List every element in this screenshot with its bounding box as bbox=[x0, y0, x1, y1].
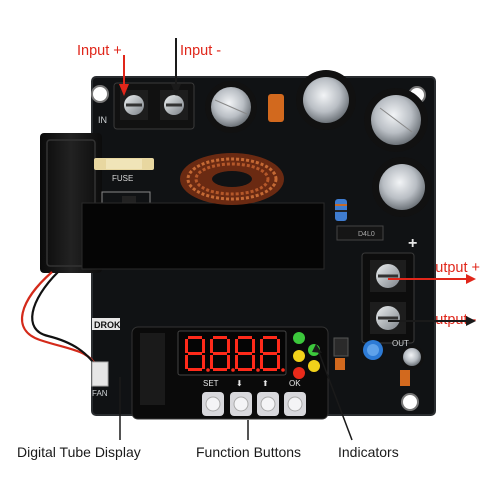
input-plus-label: Input + bbox=[77, 43, 122, 59]
function-button-up bbox=[257, 392, 279, 416]
svg-text:OUT: OUT bbox=[392, 339, 409, 348]
diode bbox=[336, 225, 384, 241]
seven-segment-digits bbox=[185, 336, 285, 372]
arrow-icon bbox=[466, 274, 476, 284]
capacitor bbox=[296, 70, 356, 130]
button-label-set: SET bbox=[203, 379, 219, 388]
led-indicator-icon bbox=[293, 350, 305, 362]
arrow-icon bbox=[171, 84, 181, 96]
function-buttons-label: Function Buttons bbox=[196, 444, 302, 460]
brand-label: DROK bbox=[94, 320, 121, 330]
svg-text:FUSE: FUSE bbox=[112, 174, 133, 183]
svg-text:D4L0: D4L0 bbox=[358, 231, 375, 238]
function-button-ok bbox=[284, 392, 306, 416]
toroid-inductor bbox=[180, 153, 284, 205]
input-terminal-block: IN bbox=[98, 82, 195, 130]
arrow-icon bbox=[466, 316, 476, 326]
heat-sink bbox=[82, 203, 324, 269]
capacitor bbox=[205, 81, 257, 133]
button-label-ok: OK bbox=[289, 379, 301, 388]
svg-text:+: + bbox=[408, 235, 417, 252]
capacitor bbox=[364, 88, 428, 152]
film-capacitor bbox=[268, 94, 284, 122]
fuse: FUSE bbox=[94, 158, 154, 183]
function-button-down bbox=[230, 392, 252, 416]
arrow-icon bbox=[119, 84, 129, 96]
function-button-set bbox=[202, 392, 224, 416]
led-indicator-icon bbox=[293, 332, 305, 344]
output-plus-label: Output + bbox=[424, 260, 481, 276]
in-silkscreen: IN bbox=[98, 115, 107, 125]
button-label-down: ⬇ bbox=[236, 379, 243, 388]
digital-tube-display-label: Digital Tube Display bbox=[17, 444, 141, 460]
indicators-label: Indicators bbox=[338, 444, 399, 460]
led-indicator-icon bbox=[293, 367, 305, 379]
input-minus-label: Input - bbox=[180, 43, 222, 59]
fan-silkscreen: FAN bbox=[92, 389, 108, 398]
capacitor bbox=[372, 157, 432, 217]
button-label-up: ⬆ bbox=[262, 379, 269, 388]
